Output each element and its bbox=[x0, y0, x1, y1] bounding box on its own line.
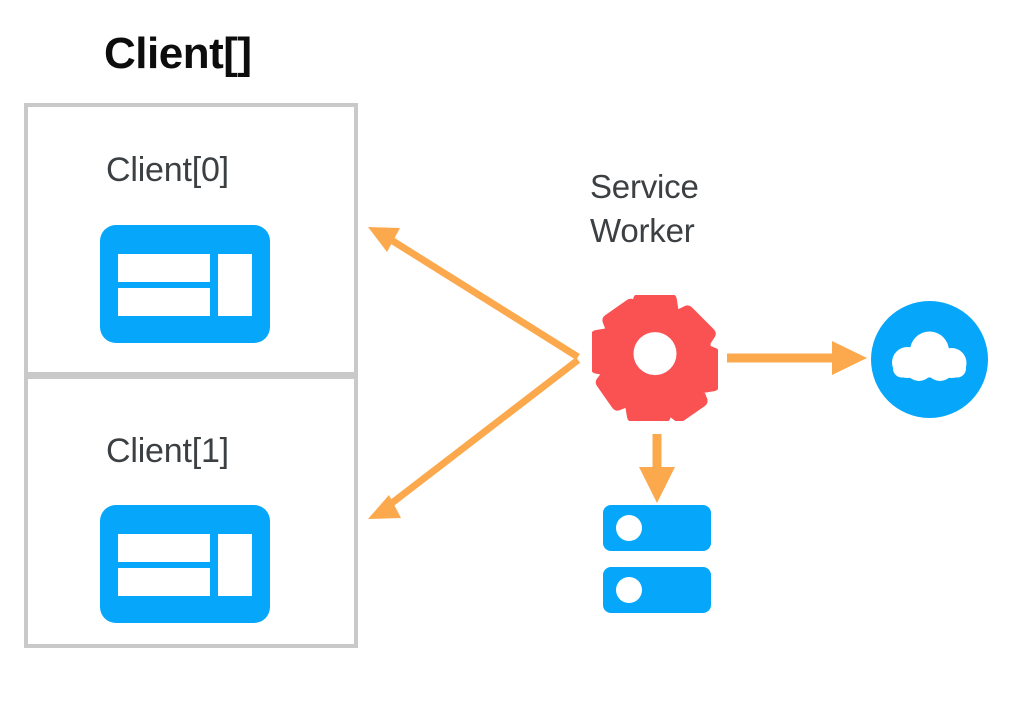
gear-icon bbox=[590, 293, 720, 423]
database-bar-top bbox=[603, 505, 711, 551]
database-icon bbox=[603, 505, 711, 613]
database-indicator-dot bbox=[616, 515, 642, 541]
database-bar-bottom bbox=[603, 567, 711, 613]
page-title: Client[] bbox=[104, 29, 252, 78]
client-1-label: Client[1] bbox=[106, 432, 229, 470]
service-worker-label: Service Worker bbox=[590, 165, 699, 253]
browser-pane-top-left bbox=[118, 534, 210, 562]
browser-window-icon bbox=[100, 505, 270, 623]
cloud-icon bbox=[871, 301, 988, 418]
database-indicator-dot bbox=[616, 577, 642, 603]
arrow-sw-to-database bbox=[639, 434, 675, 503]
service-worker-label-line-1: Service bbox=[590, 168, 699, 205]
browser-window-icon bbox=[100, 225, 270, 343]
arrow-sw-to-cloud bbox=[727, 341, 867, 375]
service-worker-label-line-2: Worker bbox=[590, 212, 695, 249]
browser-pane-right bbox=[218, 254, 252, 316]
arrow-sw-to-client1 bbox=[368, 357, 581, 519]
browser-pane-top-left bbox=[118, 254, 210, 282]
client-0-label: Client[0] bbox=[106, 151, 229, 189]
arrow-sw-to-client0 bbox=[368, 227, 580, 360]
browser-pane-bottom-left bbox=[118, 288, 210, 316]
browser-pane-right bbox=[218, 534, 252, 596]
browser-pane-bottom-left bbox=[118, 568, 210, 596]
